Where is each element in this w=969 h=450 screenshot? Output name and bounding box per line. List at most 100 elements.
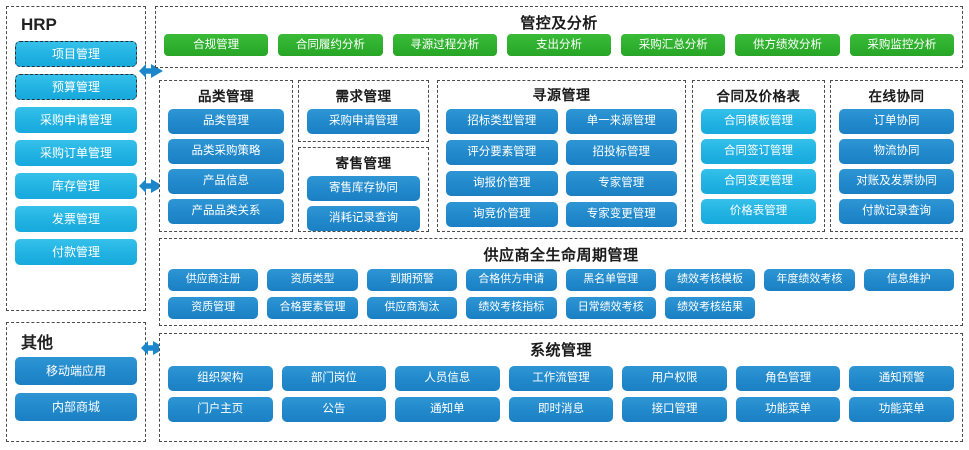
category-title: 品类管理	[198, 89, 254, 104]
system-item-6[interactable]: 角色管理	[735, 366, 841, 391]
system-item-3[interactable]: 人员信息	[395, 366, 500, 391]
analytics-item-6[interactable]: 供方绩效分析	[735, 34, 840, 56]
hrp-item-7[interactable]: 付款管理	[15, 239, 137, 265]
analytics-item-list: 合规管理合同履约分析寻源过程分析支出分析采购汇总分析供方绩效分析采购监控分析	[164, 34, 954, 56]
system-item-1[interactable]: 组织架构	[168, 366, 273, 391]
demand-item-list: 采购申请管理	[307, 109, 420, 134]
other-title: 其他	[21, 335, 54, 352]
sourcing-title: 寻源管理	[532, 87, 591, 103]
panel-hrp: HRP 项目管理预算管理采购申请管理采购订单管理库存管理发票管理付款管理	[6, 6, 146, 311]
sourcing-item-3[interactable]: 评分要素管理	[446, 140, 558, 165]
demand-item-1[interactable]: 采购申请管理	[307, 109, 420, 134]
panel-other: 其他 移动端应用内部商城	[6, 322, 146, 442]
analytics-item-2[interactable]: 合同履约分析	[278, 34, 383, 56]
system-item-12[interactable]: 接口管理	[622, 397, 727, 422]
panel-analytics: 管控及分析 合规管理合同履约分析寻源过程分析支出分析采购汇总分析供方绩效分析采购…	[155, 6, 963, 68]
supplier-item-list: 供应商注册资质类型到期预警合格供方申请黑名单管理绩效考核模板年度绩效考核信息维护…	[168, 269, 954, 319]
contract-item-list: 合同模板管理合同签订管理合同变更管理价格表管理	[701, 109, 816, 224]
analytics-item-1[interactable]: 合规管理	[164, 34, 269, 56]
contract-item-2[interactable]: 合同签订管理	[701, 139, 816, 164]
other-item-list: 移动端应用内部商城	[15, 357, 137, 421]
panel-contract: 合同及价格表 合同模板管理合同签订管理合同变更管理价格表管理	[692, 80, 825, 232]
system-item-list: 组织架构部门岗位人员信息工作流管理用户权限角色管理通知预警门户主页公告通知单即时…	[168, 366, 954, 422]
supplier-lifecycle-title: 供应商全生命周期管理	[483, 247, 639, 264]
sourcing-item-7[interactable]: 询竞价管理	[446, 202, 558, 227]
sourcing-item-6[interactable]: 专家管理	[565, 171, 677, 196]
category-item-1[interactable]: 品类管理	[168, 109, 284, 134]
other-item-1[interactable]: 移动端应用	[15, 357, 137, 385]
contract-item-3[interactable]: 合同变更管理	[701, 169, 816, 194]
consignment-title: 寄售管理	[335, 156, 392, 171]
supplier-item-8[interactable]: 信息维护	[863, 269, 954, 291]
supplier-item-3[interactable]: 到期预警	[366, 269, 458, 291]
online-collab-item-3[interactable]: 对账及发票协同	[839, 169, 954, 194]
consignment-item-1[interactable]: 寄售库存协同	[307, 176, 420, 201]
system-item-5[interactable]: 用户权限	[622, 366, 727, 391]
other-item-2[interactable]: 内部商城	[15, 393, 137, 421]
supplier-item-7[interactable]: 年度绩效考核	[764, 269, 855, 291]
sourcing-item-4[interactable]: 招投标管理	[565, 140, 677, 165]
online-collab-item-1[interactable]: 订单协同	[839, 109, 954, 134]
hrp-item-3[interactable]: 采购申请管理	[15, 107, 137, 133]
analytics-item-4[interactable]: 支出分析	[506, 34, 612, 56]
supplier-item-4[interactable]: 合格供方申请	[466, 269, 557, 291]
sourcing-item-2[interactable]: 单一来源管理	[565, 109, 677, 134]
analytics-item-7[interactable]: 采购监控分析	[849, 34, 954, 56]
panel-system: 系统管理 组织架构部门岗位人员信息工作流管理用户权限角色管理通知预警门户主页公告…	[159, 333, 963, 442]
system-item-2[interactable]: 部门岗位	[281, 366, 387, 391]
hrp-item-6[interactable]: 发票管理	[15, 206, 137, 232]
demand-title: 需求管理	[335, 89, 392, 104]
online-collab-title: 在线协同	[868, 89, 925, 104]
system-item-13[interactable]: 功能菜单	[735, 397, 841, 422]
panel-sourcing: 寻源管理 招标类型管理单一来源管理评分要素管理招投标管理询报价管理专家管理询竞价…	[437, 80, 686, 232]
sourcing-item-list: 招标类型管理单一来源管理评分要素管理招投标管理询报价管理专家管理询竞价管理专家变…	[446, 109, 677, 227]
online-collab-item-list: 订单协同物流协同对账及发票协同付款记录查询	[839, 109, 954, 224]
panel-online-collab: 在线协同 订单协同物流协同对账及发票协同付款记录查询	[830, 80, 963, 232]
hrp-item-4[interactable]: 采购订单管理	[15, 140, 137, 166]
category-item-list: 品类管理品类采购策略产品信息产品品类关系	[168, 109, 284, 224]
analytics-item-3[interactable]: 寻源过程分析	[392, 34, 497, 56]
category-item-2[interactable]: 品类采购策略	[168, 139, 284, 164]
system-item-8[interactable]: 门户主页	[168, 397, 273, 422]
contract-item-4[interactable]: 价格表管理	[701, 199, 816, 224]
contract-title: 合同及价格表	[716, 89, 801, 104]
hrp-item-5[interactable]: 库存管理	[15, 173, 137, 199]
supplier-item-14[interactable]: 绩效考核结果	[664, 297, 756, 319]
system-item-9[interactable]: 公告	[281, 397, 387, 422]
system-item-7[interactable]: 通知预警	[849, 366, 954, 391]
hrp-item-list: 项目管理预算管理采购申请管理采购订单管理库存管理发票管理付款管理	[15, 41, 137, 265]
hrp-item-1[interactable]: 项目管理	[15, 41, 137, 67]
supplier-item-1[interactable]: 供应商注册	[168, 269, 259, 291]
category-item-4[interactable]: 产品品类关系	[168, 199, 284, 224]
sourcing-item-1[interactable]: 招标类型管理	[446, 109, 558, 134]
supplier-item-10[interactable]: 合格要素管理	[267, 297, 358, 319]
hrp-title: HRP	[21, 15, 57, 34]
supplier-item-2[interactable]: 资质类型	[267, 269, 358, 291]
panel-supplier-lifecycle: 供应商全生命周期管理 供应商注册资质类型到期预警合格供方申请黑名单管理绩效考核模…	[159, 238, 963, 326]
supplier-item-9[interactable]: 资质管理	[168, 297, 259, 319]
hrp-item-2[interactable]: 预算管理	[15, 74, 137, 100]
sourcing-item-5[interactable]: 询报价管理	[446, 171, 558, 196]
contract-item-1[interactable]: 合同模板管理	[701, 109, 816, 134]
panel-demand: 需求管理 采购申请管理	[298, 80, 429, 142]
supplier-item-6[interactable]: 绩效考核模板	[664, 269, 756, 291]
sourcing-item-8[interactable]: 专家变更管理	[565, 202, 677, 227]
supplier-item-13[interactable]: 日常绩效考核	[565, 297, 656, 319]
system-item-4[interactable]: 工作流管理	[508, 366, 614, 391]
category-item-3[interactable]: 产品信息	[168, 169, 284, 194]
online-collab-item-4[interactable]: 付款记录查询	[839, 199, 954, 224]
analytics-item-5[interactable]: 采购汇总分析	[621, 34, 726, 56]
system-item-10[interactable]: 通知单	[395, 397, 500, 422]
arrow-hrp-middle-icon	[138, 176, 164, 196]
supplier-item-11[interactable]: 供应商淘汰	[366, 297, 458, 319]
online-collab-item-2[interactable]: 物流协同	[839, 139, 954, 164]
system-item-14[interactable]: 功能菜单	[849, 397, 954, 422]
system-item-11[interactable]: 即时消息	[508, 397, 614, 422]
panel-category: 品类管理 品类管理品类采购策略产品信息产品品类关系	[159, 80, 293, 232]
consignment-item-list: 寄售库存协同消耗记录查询	[307, 176, 420, 231]
supplier-item-5[interactable]: 黑名单管理	[565, 269, 656, 291]
consignment-item-2[interactable]: 消耗记录查询	[307, 206, 420, 231]
analytics-title: 管控及分析	[520, 15, 598, 32]
supplier-item-12[interactable]: 绩效考核指标	[466, 297, 557, 319]
